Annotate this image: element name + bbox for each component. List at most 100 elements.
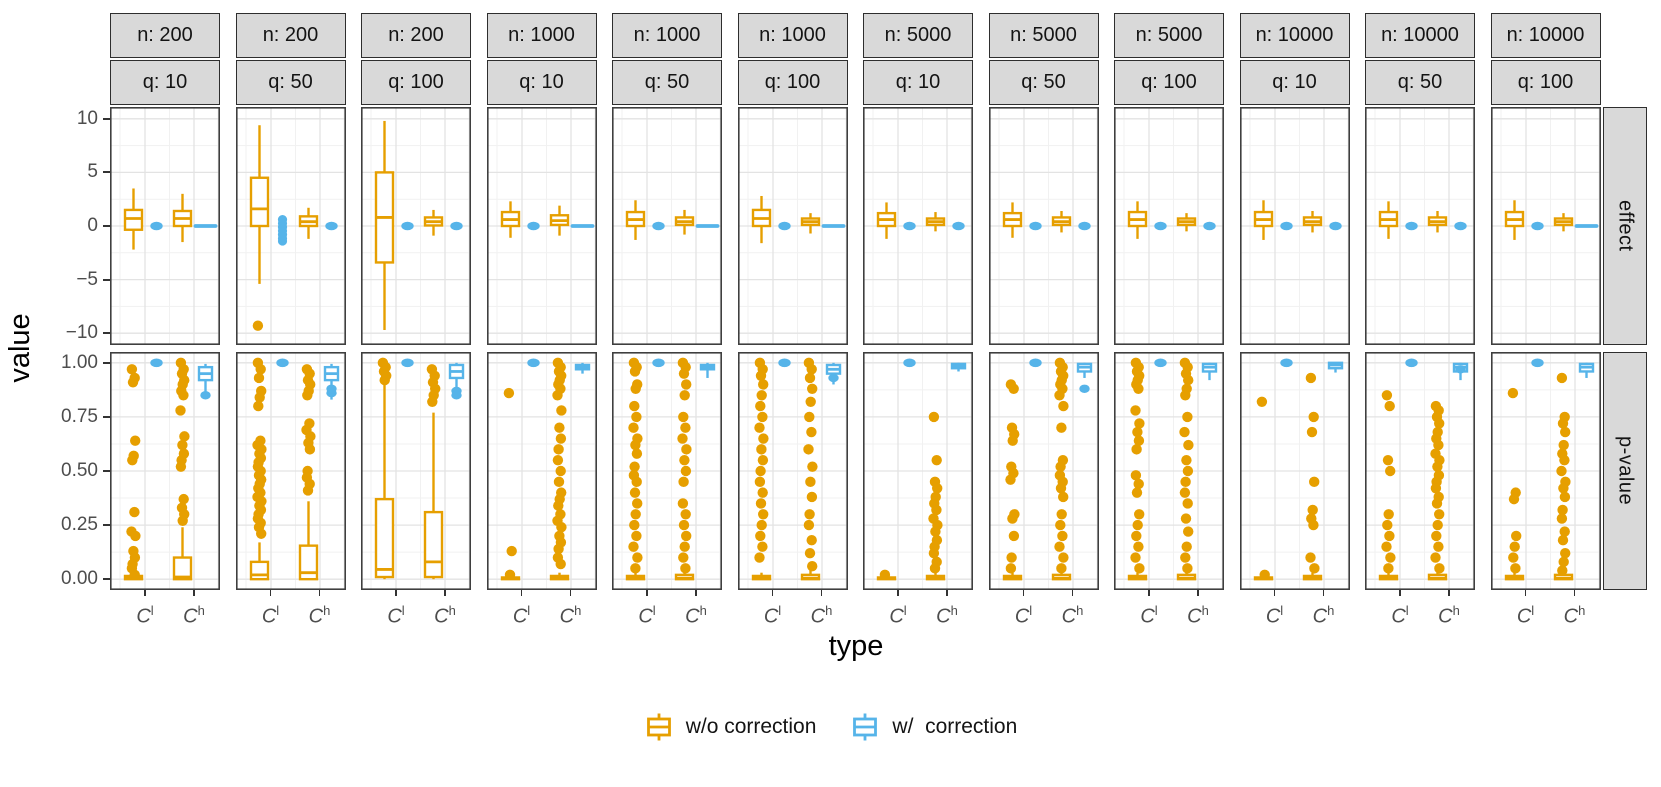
- x-tick-mark: [1148, 590, 1150, 596]
- facet-strip-q: q: 50: [235, 60, 346, 105]
- x-tick-label: Cl: [889, 603, 907, 628]
- legend-item-w-correction: w/ correction: [850, 712, 1017, 742]
- x-tick-label: Cl: [1265, 603, 1284, 628]
- y-tick-mark: [103, 171, 110, 174]
- boxplot-panel-svg: [486, 107, 597, 345]
- row-strip-effect: effect: [1603, 107, 1647, 345]
- facet-strip-n: n: 200: [235, 13, 346, 58]
- x-tick-label: Ch: [1187, 603, 1209, 628]
- boxplot-panel-svg: [110, 107, 220, 345]
- boxplot-panel-svg: [1239, 352, 1350, 590]
- row-strip-effect-label: effect: [1614, 200, 1637, 252]
- facet-strip-n: n: 5000: [988, 13, 1099, 58]
- facet-strip-n: n: 5000: [1114, 13, 1224, 58]
- x-tick-label: Cl: [763, 603, 782, 628]
- panel-pvalue-col6: [737, 352, 848, 590]
- y-tick-label: −5: [76, 268, 98, 290]
- panel-pvalue-col4: [486, 352, 597, 590]
- x-tick-label: Cl: [512, 603, 531, 628]
- y-tick-label: 10: [76, 107, 98, 129]
- facet-strip-q: q: 50: [1365, 60, 1475, 105]
- x-tick-mark: [1022, 590, 1025, 596]
- x-tick-label: Ch: [559, 603, 582, 628]
- facet-strip-n: n: 200: [110, 13, 220, 58]
- y-tick-label: 0.50: [61, 460, 98, 481]
- facet-strip-n: n: 10000: [1490, 13, 1601, 58]
- boxplot-panel-svg: [863, 107, 973, 345]
- facet-strip-n: n: 10000: [1365, 13, 1475, 58]
- panel-effect-col8: [988, 107, 1099, 345]
- y-tick-label: −10: [65, 322, 98, 344]
- boxplot-panel-svg: [361, 352, 471, 590]
- boxplot-panel-svg: [988, 352, 1099, 590]
- boxplot-panel-svg: [1490, 352, 1601, 590]
- panel-pvalue-col11: [1365, 352, 1475, 590]
- panel-effect-col11: [1365, 107, 1475, 345]
- x-tick-label: Ch: [1312, 603, 1335, 628]
- x-tick-label: Ch: [1061, 603, 1084, 628]
- x-tick-mark: [144, 590, 146, 596]
- panel-effect-col3: [361, 107, 471, 345]
- x-tick-label: Ch: [810, 603, 833, 628]
- facet-strip-q: q: 100: [737, 60, 848, 105]
- x-tick-mark: [1399, 590, 1401, 596]
- facet-strip-n: n: 10000: [1239, 13, 1350, 58]
- x-tick-mark: [520, 590, 523, 596]
- facet-strip-n: n: 1000: [612, 13, 722, 58]
- boxplot-panel-svg: [612, 352, 722, 590]
- x-tick-label: Cl: [1516, 603, 1535, 628]
- y-tick-mark: [103, 578, 110, 581]
- x-tick-mark: [193, 590, 195, 596]
- facet-strip-q: q: 100: [1490, 60, 1601, 105]
- y-tick-label: 5: [87, 161, 98, 183]
- boxplot-panel-svg: [737, 352, 848, 590]
- y-tick-mark: [103, 470, 110, 472]
- panel-pvalue-col5: [612, 352, 722, 590]
- x-tick-label: Cl: [638, 603, 656, 628]
- boxplot-panel-svg: [1365, 352, 1475, 590]
- facet-strip-n: n: 1000: [737, 13, 848, 58]
- panel-effect-col1: [110, 107, 220, 345]
- x-tick-label: Ch: [685, 603, 707, 628]
- boxplot-panel-svg: [1239, 107, 1350, 345]
- x-axis-title: type: [828, 630, 884, 662]
- x-tick-mark: [1197, 590, 1199, 596]
- x-tick-mark: [1322, 590, 1325, 596]
- y-tick-label: 0.00: [61, 568, 98, 590]
- panel-effect-col6: [737, 107, 848, 345]
- facet-strip-q: q: 10: [486, 60, 597, 105]
- boxplot-panel-svg: [1490, 107, 1601, 345]
- y-tick-mark: [103, 225, 110, 227]
- panel-effect-col4: [486, 107, 597, 345]
- facet-strip-n: n: 200: [361, 13, 471, 58]
- boxplot-key-icon-blue: [853, 713, 878, 741]
- x-tick-mark: [569, 590, 572, 596]
- panel-effect-col12: [1490, 107, 1601, 345]
- boxplot-panel-svg: [988, 107, 1099, 345]
- boxplot-panel-svg: [737, 107, 848, 345]
- y-tick-label: 0: [87, 215, 98, 236]
- facet-strip-n: n: 5000: [863, 13, 973, 58]
- boxplot-panel-svg: [612, 107, 722, 345]
- boxplot-panel-svg: [361, 107, 471, 345]
- legend-label-wo-correction: w/o correction: [685, 715, 817, 738]
- facet-strip-q: q: 100: [1114, 60, 1224, 105]
- x-tick-mark: [444, 590, 446, 596]
- panel-effect-col2: [235, 107, 346, 345]
- x-tick-label: Cl: [136, 603, 154, 628]
- x-tick-label: Ch: [936, 603, 958, 628]
- panel-effect-col7: [863, 107, 973, 345]
- x-tick-mark: [395, 590, 397, 596]
- boxplot-panel-svg: [235, 352, 346, 590]
- legend-item-wo-correction: w/o correction: [644, 712, 817, 742]
- x-tick-mark: [646, 590, 648, 596]
- row-strip-p-value: p-value: [1603, 352, 1647, 590]
- boxplot-panel-svg: [486, 352, 597, 590]
- y-tick-label: 0.75: [61, 405, 98, 427]
- y-tick-mark: [103, 361, 110, 364]
- x-tick-label: Cl: [1391, 603, 1409, 628]
- panel-effect-col10: [1239, 107, 1350, 345]
- panel-pvalue-col10: [1239, 352, 1350, 590]
- panel-pvalue-col2: [235, 352, 346, 590]
